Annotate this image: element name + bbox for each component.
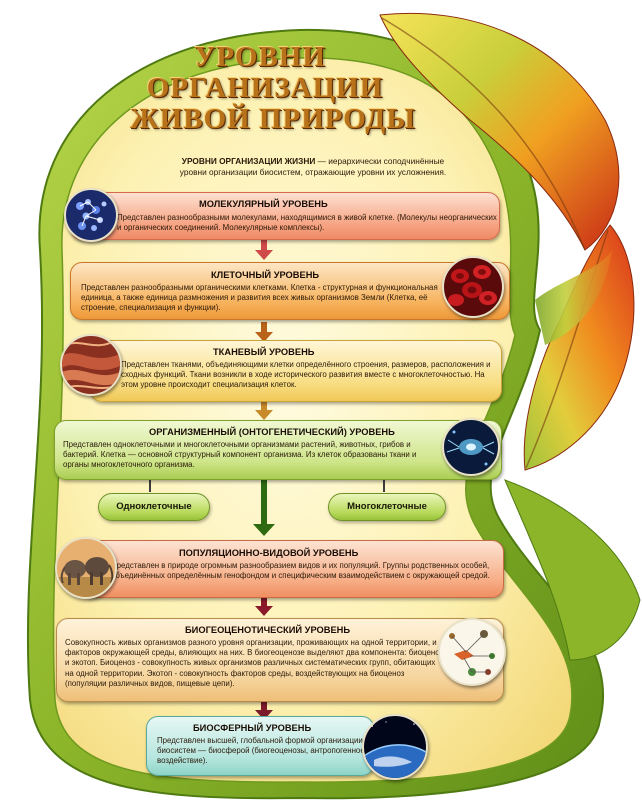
tissue-image bbox=[60, 334, 122, 396]
level-text: Представлен разнообразными органическими… bbox=[81, 283, 438, 313]
level-text: Представлен тканями, объединяющими клетк… bbox=[121, 360, 491, 390]
level-text: Представлен разнообразными молекулами, н… bbox=[117, 213, 497, 233]
title-line-3: ЖИВОЙ ПРИРОДЫ bbox=[130, 103, 416, 135]
level-tissue: ТКАНЕВЫЙ УРОВЕНЬ Представлен тканями, об… bbox=[90, 340, 502, 402]
title-line-2: ОРГАНИЗАЦИИ bbox=[146, 72, 384, 104]
intro-text: УРОВНИ ОРГАНИЗАЦИИ ЖИЗНИ — иерархически … bbox=[178, 156, 448, 178]
level-heading: МОЛЕКУЛЯРНЫЙ УРОВЕНЬ bbox=[199, 199, 328, 209]
level-biosphere: БИОСФЕРНЫЙ УРОВЕНЬ Представлен высшей, г… bbox=[146, 716, 374, 776]
poster-title: УРОВНИ ОРГАНИЗАЦИИ ЖИВОЙ ПРИРОДЫ bbox=[110, 41, 416, 135]
title-line-1: УРОВНИ bbox=[194, 41, 326, 73]
food-web-image bbox=[438, 618, 506, 686]
blood-cells-image bbox=[442, 256, 504, 318]
level-heading: БИОСФЕРНЫЙ УРОВЕНЬ bbox=[193, 723, 312, 733]
level-heading: ОРГАНИЗМЕННЫЙ (ОНТОГЕНЕТИЧЕСКИЙ) УРОВЕНЬ bbox=[149, 427, 395, 437]
level-heading: ТКАНЕВЫЙ УРОВЕНЬ bbox=[213, 347, 315, 357]
level-biogeocenotic: БИОГЕОЦЕНОТИЧЕСКИЙ УРОВЕНЬ Совокупность … bbox=[56, 618, 504, 702]
branch-unicellular: Одноклеточные bbox=[98, 493, 210, 521]
intro-rest: — иерархически соподчинённые уровни орга… bbox=[179, 156, 447, 177]
level-text: Представлен в природе огромным разнообра… bbox=[111, 561, 490, 581]
earth-image bbox=[362, 714, 428, 780]
level-heading: ПОПУЛЯЦИОННО-ВИДОВОЙ УРОВЕНЬ bbox=[179, 548, 359, 558]
level-heading: БИОГЕОЦЕНОТИЧЕСКИЙ УРОВЕНЬ bbox=[185, 625, 351, 635]
level-molecular: МОЛЕКУЛЯРНЫЙ УРОВЕНЬ Представлен разнооб… bbox=[70, 192, 500, 240]
level-organism: ОРГАНИЗМЕННЫЙ (ОНТОГЕНЕТИЧЕСКИЙ) УРОВЕНЬ… bbox=[54, 420, 502, 480]
microorganism-image bbox=[442, 418, 500, 476]
level-population: ПОПУЛЯЦИОННО-ВИДОВОЙ УРОВЕНЬ Представлен… bbox=[80, 540, 504, 598]
intro-bold: УРОВНИ ОРГАНИЗАЦИИ ЖИЗНИ bbox=[181, 156, 316, 166]
elephants-image bbox=[55, 537, 117, 599]
level-heading: КЛЕТОЧНЫЙ УРОВЕНЬ bbox=[211, 270, 320, 280]
level-text: Представлен одноклеточными и многоклеточ… bbox=[63, 440, 417, 470]
level-text: Совокупность живых организмов разного ур… bbox=[65, 638, 444, 688]
level-arrows bbox=[149, 238, 385, 720]
molecules-image bbox=[64, 188, 118, 242]
branch-multicellular: Многоклеточные bbox=[328, 493, 446, 521]
level-cellular: КЛЕТОЧНЫЙ УРОВЕНЬ Представлен разнообраз… bbox=[70, 262, 510, 320]
level-text: Представлен высшей, глобальной формой ор… bbox=[157, 736, 365, 766]
